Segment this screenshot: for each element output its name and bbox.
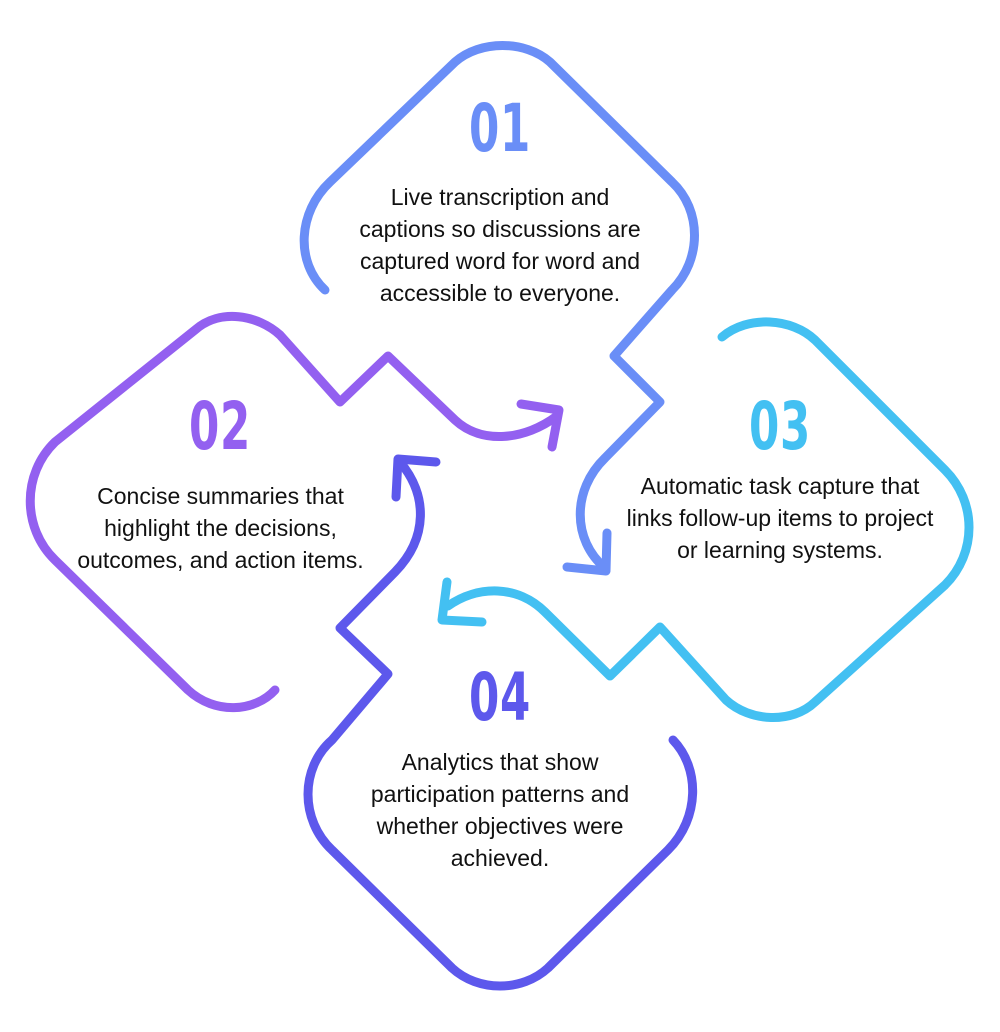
step-4-arrowhead (391, 454, 441, 502)
step-3-arrowhead (437, 577, 487, 627)
step-4-loop (303, 457, 698, 991)
step-4-number: 04 (469, 659, 531, 736)
step-2-number: 02 (189, 388, 251, 465)
step-2-arrowhead (516, 399, 564, 452)
step-1-loop (299, 41, 699, 573)
step-2-description: Concise summaries that highlight the dec… (77, 483, 364, 573)
step-2-loop (25, 311, 562, 713)
step-1-description: Live transcription and captions so discu… (359, 184, 641, 306)
step-1-arrowhead (562, 528, 612, 576)
step-4-description: Analytics that show participation patter… (370, 749, 630, 871)
step-3-description: Automatic task capture that links follow… (626, 473, 934, 563)
step-3-loop (443, 317, 974, 722)
step-1-number: 01 (469, 90, 531, 167)
step-3-number: 03 (749, 388, 811, 465)
